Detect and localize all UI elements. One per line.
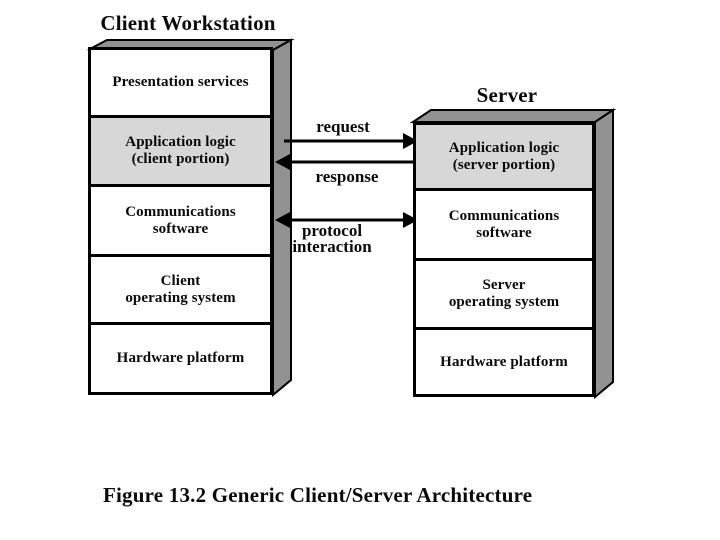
protocol-interaction-label: protocol interaction — [292, 221, 372, 256]
server-title: Server — [476, 83, 538, 107]
client-workstation-title: Client Workstation — [100, 11, 276, 35]
server-box-3d-top — [409, 109, 617, 123]
server-layer-operating-system: Server operating system — [416, 261, 592, 330]
response-label: response — [315, 167, 379, 186]
client-box-3d-side — [272, 38, 292, 398]
server-box-3d-side — [594, 108, 614, 400]
figure-caption: Figure 13.2 Generic Client/Server Archit… — [103, 483, 533, 507]
client-layer-communications-software: Communications software — [91, 187, 270, 257]
client-stack: Presentation services Application logic … — [88, 47, 273, 395]
client-layer-operating-system: Client operating system — [91, 257, 270, 325]
request-label: request — [316, 117, 370, 136]
server-layer-application-logic: Application logic (server portion) — [416, 125, 592, 191]
server-stack: Application logic (server portion) Commu… — [413, 122, 595, 397]
client-layer-hardware-platform: Hardware platform — [91, 325, 270, 392]
server-layer-communications-software: Communications software — [416, 191, 592, 261]
client-layer-application-logic: Application logic (client portion) — [91, 118, 270, 187]
client-layer-presentation-services: Presentation services — [91, 50, 270, 118]
server-layer-hardware-platform: Hardware platform — [416, 330, 592, 394]
